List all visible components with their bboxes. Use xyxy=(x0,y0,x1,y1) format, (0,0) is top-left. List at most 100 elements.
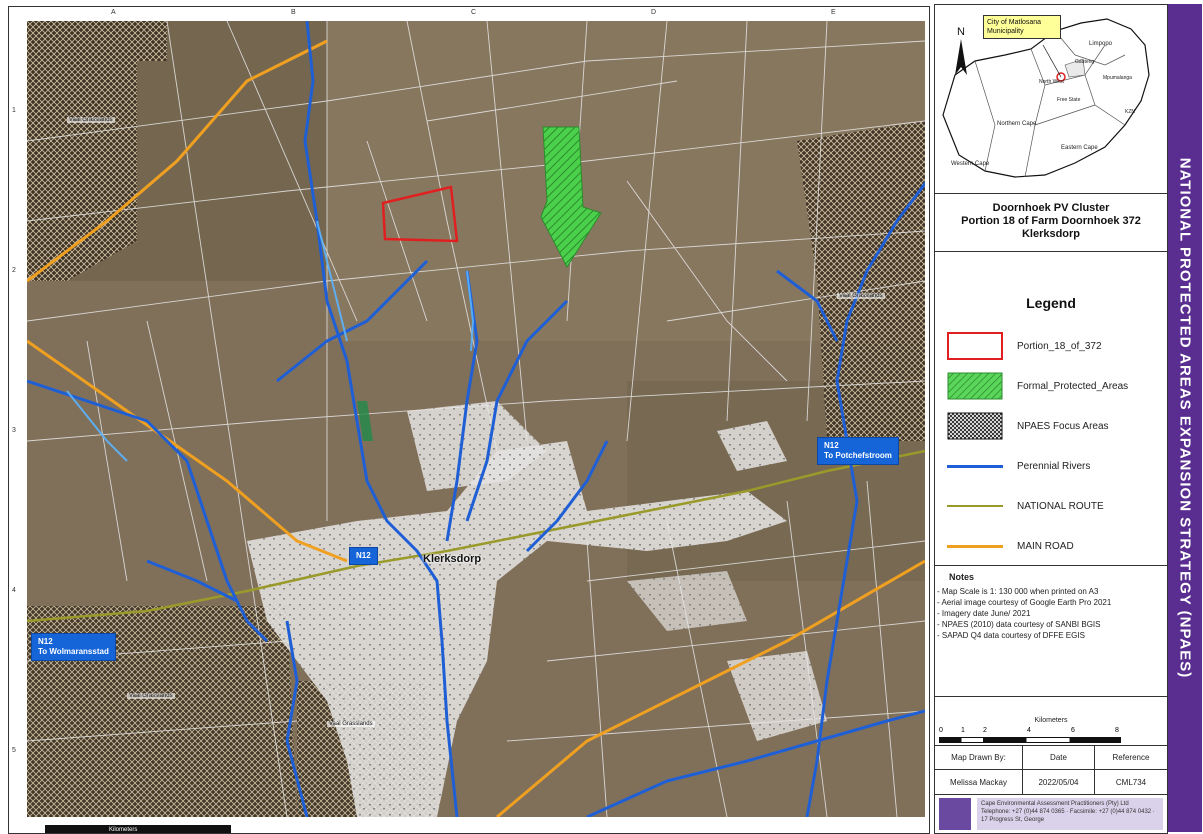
north-label: N xyxy=(957,26,965,38)
map-title: Doornhoek PV Cluster Portion 18 of Farm … xyxy=(935,194,1167,252)
scale-bar xyxy=(939,737,1121,743)
aerial-map[interactable]: N12 To Potchefstroom N12 N12 To Wolmaran… xyxy=(27,21,925,817)
grid-col-label: C xyxy=(471,9,477,16)
national-route-n12 xyxy=(27,449,925,623)
scale-ticks: 0 1 2 4 6 8 xyxy=(939,727,1119,739)
urban-area-klerksdorp xyxy=(247,441,787,817)
callout-line xyxy=(1042,44,1062,78)
town-label-klerksdorp: Klerksdorp xyxy=(423,553,482,565)
country-outline xyxy=(942,18,1150,178)
urban-area xyxy=(627,571,747,631)
legend-label: MAIN ROAD xyxy=(1017,540,1074,552)
scale-label: Kilometers xyxy=(1034,717,1068,724)
table-cell: Melissa Mackay xyxy=(935,770,1023,794)
route-destination: To Potchefstroom xyxy=(824,451,892,460)
npaes-label: Vaal Grasslands xyxy=(837,293,885,299)
portion-18-boundary xyxy=(381,185,459,243)
scale-tick: 0 xyxy=(939,727,943,734)
company-contact: Telephone: +27 (0)44 874 0365 · Facsimil… xyxy=(981,809,1155,823)
route-badge-n12-wolmaransstad: N12 To Wolmaransstad xyxy=(31,633,116,661)
formal-protected-area xyxy=(540,126,602,269)
legend-swatch-green-hatch xyxy=(947,372,1003,400)
municipality-label: City of Matlosana xyxy=(987,19,1042,26)
legend-item-protected: Formal_Protected_Areas xyxy=(947,371,1162,401)
legend-swatch-blue-line xyxy=(947,452,1003,480)
info-table: Map Drawn By: Date Reference Melissa Mac… xyxy=(935,746,1167,795)
title-line: Portion 18 of Farm Doornhoek 372 xyxy=(961,215,1141,227)
note-item: - Map Scale is 1: 130 000 when printed o… xyxy=(937,587,1099,596)
legend-item-npaes: NPAES Focus Areas xyxy=(947,411,1162,441)
gauteng-province xyxy=(1064,58,1086,78)
grid-row-label: 4 xyxy=(12,587,16,594)
province-label: Gauteng xyxy=(1075,59,1094,65)
grid-labels-top: A B C D E xyxy=(27,9,925,19)
river-tributaries xyxy=(66,220,475,462)
legend-label: Formal_Protected_Areas xyxy=(1017,380,1129,392)
province-label: KZN xyxy=(1125,109,1135,115)
municipality-label: Municipality xyxy=(987,28,1024,35)
municipality-marker xyxy=(1056,72,1066,82)
npaes-label: Vaal Grasslands xyxy=(127,693,175,699)
grid-labels-left: 1 2 3 4 5 xyxy=(11,23,21,813)
route-number: N12 xyxy=(824,441,839,450)
title-banner: NATIONAL PROTECTED AREAS EXPANSION STRAT… xyxy=(1168,4,1202,832)
urban-area xyxy=(727,651,827,741)
npaes-label: Vaal Grasslands xyxy=(67,117,115,123)
grid-col-label: E xyxy=(831,9,836,16)
perennial-rivers xyxy=(27,21,925,817)
note-item: - SAPAD Q4 data courtesy of DFFE EGIS xyxy=(937,631,1085,640)
company-logo-icon xyxy=(939,798,971,830)
grid-col-label: D xyxy=(651,9,657,16)
map-side-panel: Limpopo North West Gauteng Mpumalanga KZ… xyxy=(934,4,1168,834)
scale-tick: 1 xyxy=(961,727,965,734)
table-cell: 2022/05/04 xyxy=(1023,770,1095,794)
grid-col-label: A xyxy=(111,9,116,16)
province-label: Western Cape xyxy=(951,161,990,167)
route-number: N12 xyxy=(356,551,371,560)
main-road xyxy=(496,559,925,817)
company-info: Cape Environmental Assessment Practition… xyxy=(977,798,1163,830)
legend-swatch-black-crosshatch xyxy=(947,412,1003,440)
note-item: - Imagery date June/ 2021 xyxy=(937,609,1031,618)
locality-inset: Limpopo North West Gauteng Mpumalanga KZ… xyxy=(935,5,1167,194)
main-road xyxy=(27,339,348,563)
grid-row-label: 3 xyxy=(12,427,16,434)
map-scalebar xyxy=(45,825,231,833)
grid-col-label: B xyxy=(291,9,296,16)
map-scalebar-label: Kilometers xyxy=(109,827,138,833)
main-road xyxy=(27,39,328,283)
route-badge-n12-potchefstroom: N12 To Potchefstroom xyxy=(817,437,899,465)
notes: Notes - Map Scale is 1: 130 000 when pri… xyxy=(935,566,1167,697)
table-header: Date xyxy=(1023,746,1095,770)
title-line: Klerksdorp xyxy=(1021,228,1081,240)
legend-label: Perennial Rivers xyxy=(1017,460,1091,472)
note-item: - Aerial image courtesy of Google Earth … xyxy=(937,598,1112,607)
province-label: Limpopo xyxy=(1089,41,1113,47)
legend-swatch-red-outline xyxy=(947,332,1003,360)
legend-swatch-orange-line xyxy=(947,532,1003,560)
table-header: Map Drawn By: xyxy=(935,746,1023,770)
south-africa-inset-map: Limpopo North West Gauteng Mpumalanga KZ… xyxy=(942,18,1150,178)
province-label: Mpumalanga xyxy=(1103,75,1132,81)
route-number: N12 xyxy=(38,637,53,646)
legend-item-rivers: Perennial Rivers xyxy=(947,451,1162,481)
table-cell: CML734 xyxy=(1115,777,1147,787)
scale-tick: 8 xyxy=(1115,727,1119,734)
route-badge-n12-town: N12 xyxy=(349,547,378,565)
province-label: Free State xyxy=(1057,97,1081,103)
npaes-area-nw xyxy=(27,21,167,281)
legend-title: Legend xyxy=(1026,295,1076,311)
legend: Legend Portion_18_of_372 Formal_Protecte… xyxy=(935,253,1167,566)
npaes-label: Vaal Grasslands xyxy=(327,721,375,727)
scale-tick: 2 xyxy=(983,727,987,734)
legend-item-main-road: MAIN ROAD xyxy=(947,531,1162,561)
grid-row-label: 1 xyxy=(12,107,16,114)
scale-tick: 4 xyxy=(1027,727,1031,734)
legend-label: NATIONAL ROUTE xyxy=(1017,500,1104,512)
table-header: Reference xyxy=(1095,746,1167,770)
urban-area xyxy=(407,401,547,491)
notes-list: - Map Scale is 1: 130 000 when printed o… xyxy=(937,586,1157,641)
grid-row-label: 5 xyxy=(12,747,16,754)
map-panel: A B C D E 1 2 3 4 5 1 2 3 4 5 xyxy=(8,6,930,834)
